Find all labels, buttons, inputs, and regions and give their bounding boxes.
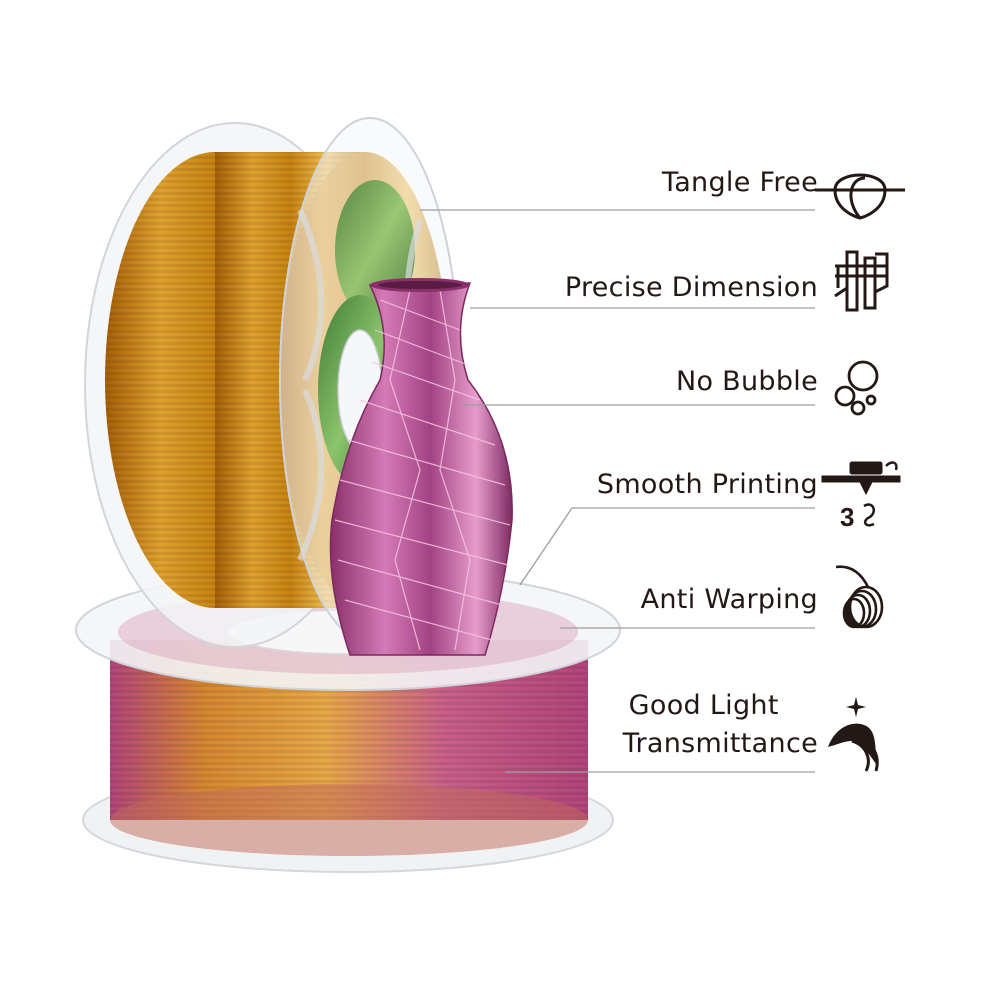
feature-label-line-1: Good Light (628, 690, 779, 721)
feature-label-smooth-printing: Smooth Printing (596, 469, 818, 500)
feature-label-no-bubble: No Bubble (675, 366, 818, 397)
feature-label-good-light: Good Light Transmittance (623, 687, 818, 763)
leader-lines (420, 209, 815, 773)
feature-label-precise-dimension: Precise Dimension (564, 272, 818, 303)
light-hair-icon (828, 697, 879, 772)
knot-icon (815, 173, 905, 220)
filament-coil-icon (835, 565, 884, 629)
3d-printer-nozzle-icon: 3 (821, 461, 901, 532)
feature-label-line-2: Transmittance (622, 728, 818, 759)
caliper-icon (834, 250, 889, 312)
feature-label-anti-warping: Anti Warping (640, 584, 818, 615)
bubbles-icon (834, 360, 879, 416)
leader-line-smooth-printing (519, 507, 815, 586)
feature-label-tangle-free: Tangle Free (661, 167, 818, 198)
faceted-vase (329, 278, 513, 656)
svg-text:3: 3 (840, 502, 854, 532)
